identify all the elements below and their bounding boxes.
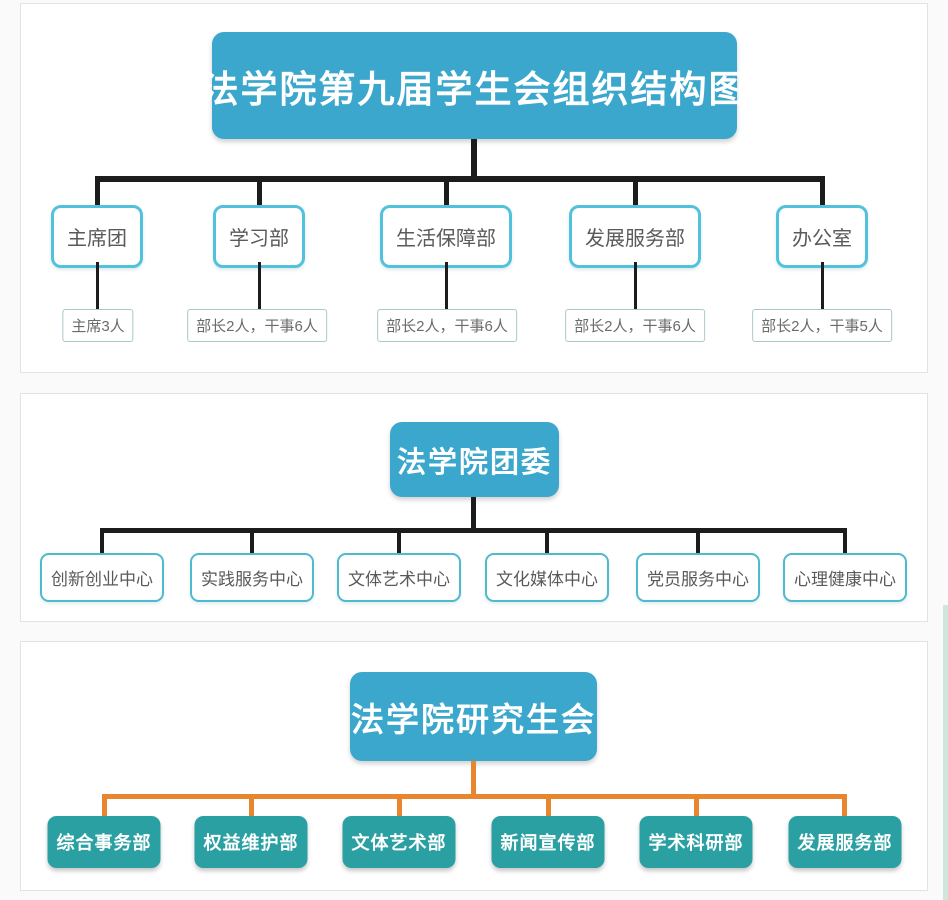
dept-box: 发展服务部 (569, 205, 701, 268)
connector-drop-orange (102, 794, 107, 818)
connector-bus-orange (102, 794, 847, 799)
connector-drop-orange (249, 799, 254, 818)
dept-box: 生活保障部 (380, 205, 512, 268)
student-union-title-box: 法学院第九届学生会组织结构图 (202, 32, 746, 139)
connector-drop (100, 528, 104, 554)
dept-detail-box: 主席3人 (62, 309, 134, 342)
center-box: 文体艺术中心 (337, 553, 461, 602)
grad-dept-box: 权益维护部 (194, 816, 308, 868)
center-box: 实践服务中心 (190, 553, 314, 602)
connector-bus (100, 528, 847, 533)
connector-stem-orange (471, 761, 476, 799)
connector-drop (444, 182, 449, 206)
dept-box: 学习部 (213, 205, 305, 268)
connector-thin (821, 262, 824, 309)
graduate-union-title-box: 法学院研究生会 (350, 672, 597, 761)
connector-thin (634, 262, 637, 309)
grad-dept-box: 学术科研部 (639, 816, 753, 868)
connector-drop (397, 533, 401, 554)
center-box: 创新创业中心 (40, 553, 164, 602)
dept-detail-box: 部长2人，干事5人 (752, 309, 892, 342)
connector-drop (257, 182, 262, 206)
dept-box: 主席团 (51, 205, 143, 268)
connector-drop-orange (397, 799, 402, 818)
connector-drop-orange (842, 794, 847, 818)
grad-dept-box: 综合事务部 (47, 816, 161, 868)
grad-dept-box: 新闻宣传部 (491, 816, 605, 868)
dept-detail-box: 部长2人，干事6人 (187, 309, 327, 342)
connector-thin (258, 262, 261, 309)
grad-dept-box: 文体艺术部 (342, 816, 456, 868)
connector-thin (445, 262, 448, 309)
connector-bus (95, 176, 825, 182)
connector-drop (696, 533, 700, 554)
dept-box: 办公室 (776, 205, 868, 268)
connector-drop (250, 533, 254, 554)
center-box: 党员服务中心 (636, 553, 760, 602)
connector-drop (843, 528, 847, 554)
connector-drop (95, 176, 100, 206)
right-edge-strip (943, 605, 948, 900)
connector-drop (545, 533, 549, 554)
center-box: 文化媒体中心 (485, 553, 609, 602)
center-box: 心理健康中心 (783, 553, 907, 602)
dept-detail-box: 部长2人，干事6人 (377, 309, 517, 342)
connector-drop (820, 176, 825, 206)
connector-stem (471, 139, 477, 182)
grad-dept-box: 发展服务部 (788, 816, 902, 868)
connector-thin (96, 262, 99, 309)
youth-league-title-box: 法学院团委 (390, 422, 559, 497)
connector-drop (633, 182, 638, 206)
connector-drop-orange (546, 799, 551, 818)
connector-stem (471, 497, 476, 533)
connector-drop-orange (694, 799, 699, 818)
dept-detail-box: 部长2人，干事6人 (565, 309, 705, 342)
